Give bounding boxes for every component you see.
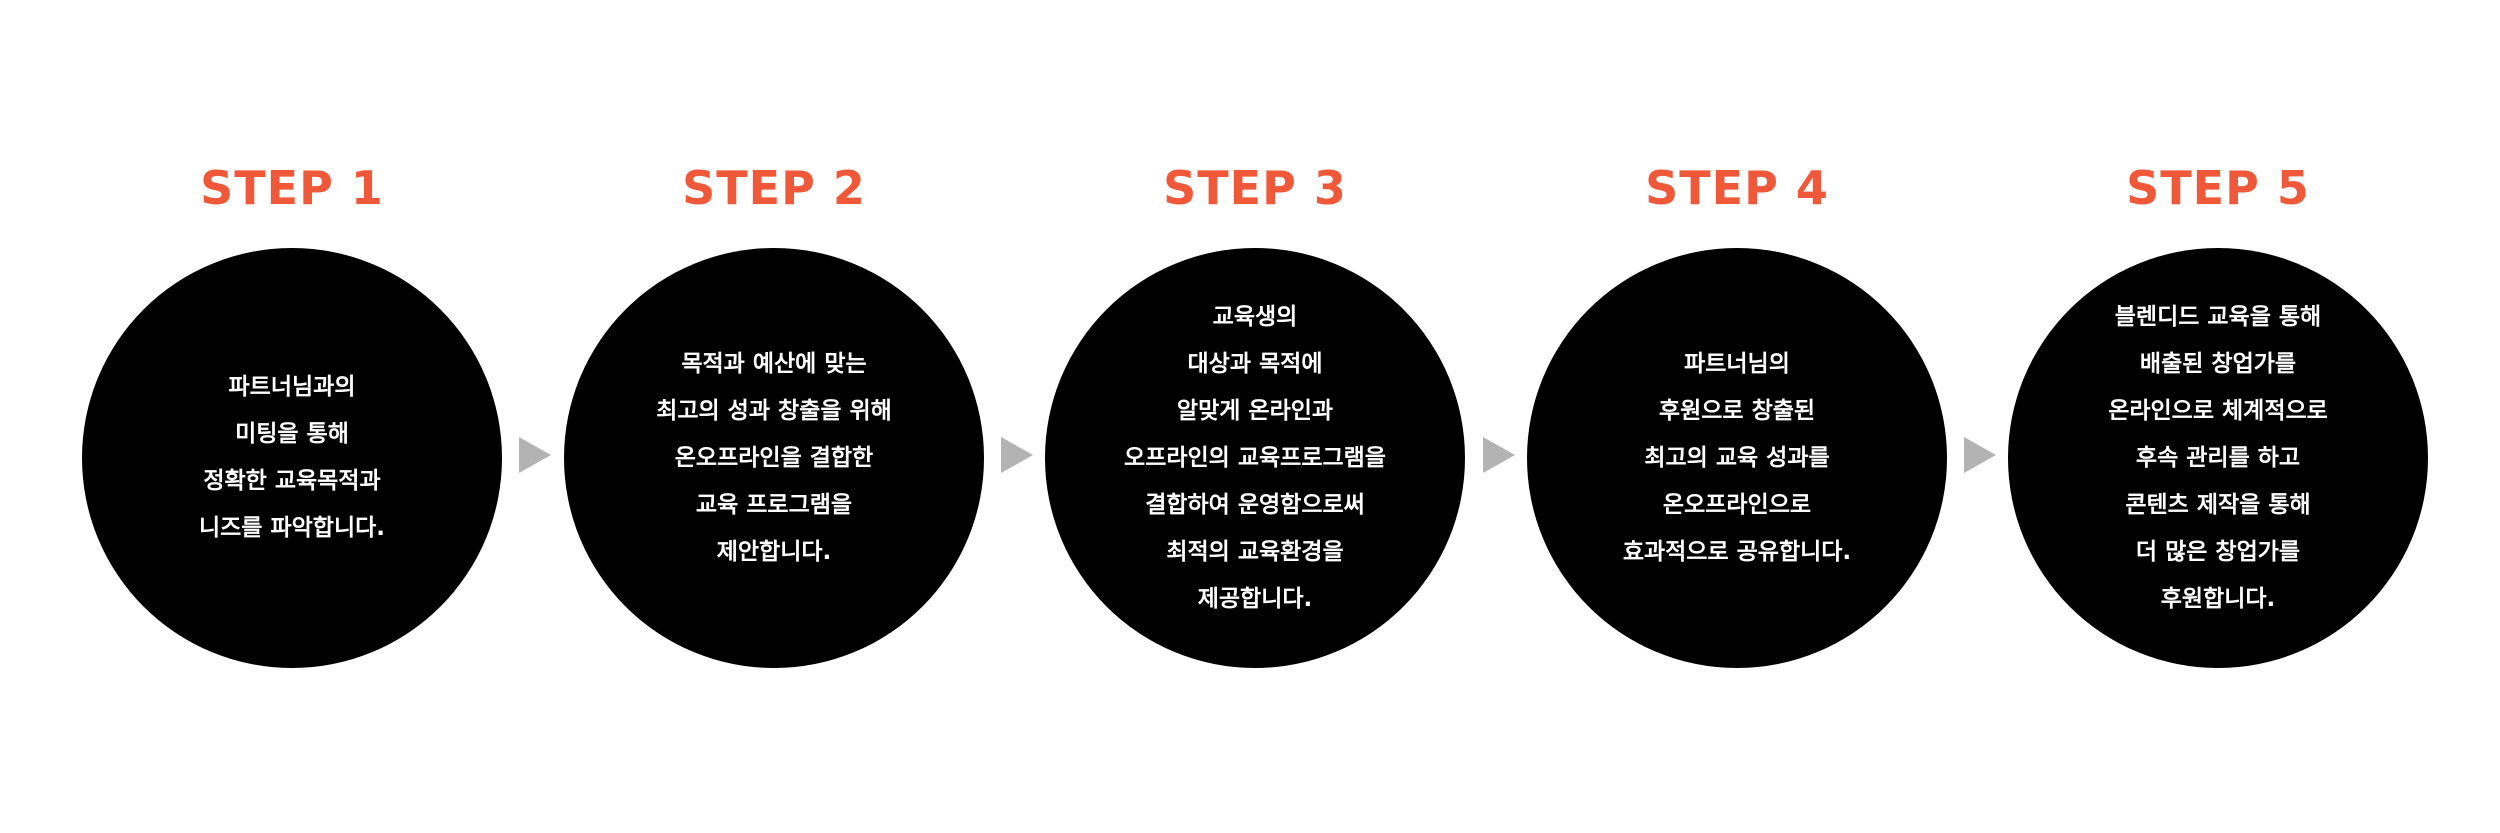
step-line: 효과적으로 공유합니다. (1622, 538, 1852, 565)
arrow-right-icon (519, 437, 551, 473)
step-line: 교육생의 (1212, 303, 1298, 330)
step-line: 블렌디드 교육을 통해 (2114, 303, 2322, 330)
step-5: STEP 5 블렌디드 교육을 통해 배출된 창업가를 온라인으로 체계적으로 … (2008, 160, 2428, 680)
step-line: 교육 프로그램을 (695, 491, 853, 518)
step-circle: 목적과 예산에 맞는 최고의 성과 창출을 위해 온오프라인을 결합한 교육 프… (564, 248, 984, 668)
step-circle: 파트너님과의 미팅을 통해 정확한 교육목적과 니즈를 파악합니다. (82, 248, 502, 668)
step-line: 제공합니다. (1197, 585, 1313, 612)
step-line: 파트너님과의 (228, 374, 356, 400)
step-1: STEP 1 파트너님과의 미팅을 통해 정확한 교육목적과 니즈를 파악합니다… (82, 160, 502, 680)
step-4: STEP 4 파트너님의 후원으로 창출된 최고의 교육 성과를 온오프라인으로… (1527, 160, 1947, 680)
step-line: 최고의 교육 성과를 (1644, 444, 1830, 471)
step-circle: 파트너님의 후원으로 창출된 최고의 교육 성과를 온오프라인으로 효과적으로 … (1527, 248, 1947, 668)
step-description: 블렌디드 교육을 통해 배출된 창업가를 온라인으로 체계적으로 후속 관리를 … (2108, 294, 2328, 623)
step-line: 니즈를 파악합니다. (198, 515, 386, 541)
step-line: 후속 관리를 하고 (2135, 444, 2301, 471)
step-2: STEP 2 목적과 예산에 맞는 최고의 성과 창출을 위해 온오프라인을 결… (564, 160, 984, 680)
arrow-right-icon (1001, 437, 1033, 473)
step-line: 제안합니다. (716, 538, 832, 565)
step-line: 최고의 성과 창출을 위해 (656, 397, 892, 424)
step-line: 배출된 창업가를 (2139, 350, 2297, 377)
step-title: STEP 4 (1645, 161, 1829, 215)
step-line: 온오프라인을 결합한 (674, 444, 874, 471)
step-line: 오프라인의 교육프로그램을 (1124, 444, 1386, 471)
step-title: STEP 3 (1163, 161, 1347, 215)
step-line: 파트너님의 (1684, 350, 1790, 377)
step-description: 파트너님의 후원으로 창출된 최고의 교육 성과를 온오프라인으로 효과적으로 … (1623, 341, 1851, 576)
step-line: 온오프라인으로 (1662, 491, 1812, 518)
step-circle: 교육생의 대상과 목적에 알맞게 온라인과 오프라인의 교육프로그램을 결합하여… (1045, 248, 1465, 668)
step-title: STEP 5 (2126, 161, 2310, 215)
step-line: 온라인으로 체계적으로 (2108, 397, 2328, 424)
step-line: 미팅을 통해 (235, 421, 349, 447)
arrow-right-icon (1964, 437, 1996, 473)
step-line: 알맞게 온라인과 (1176, 397, 1334, 424)
step-3: STEP 3 교육생의 대상과 목적에 알맞게 온라인과 오프라인의 교육프로그… (1045, 160, 1465, 680)
step-line: 목적과 예산에 맞는 (681, 350, 867, 377)
step-line: 최적의 교육환경을 (1166, 538, 1344, 565)
step-line: 대상과 목적에 (1187, 350, 1323, 377)
step-description: 파트너님과의 미팅을 통해 정확한 교육목적과 니즈를 파악합니다. (199, 364, 385, 552)
step-line: 더 많은 창업가를 (2135, 538, 2301, 565)
step-title: STEP 1 (200, 161, 384, 215)
step-line: 결합하여 운영함으로써 (1145, 491, 1365, 518)
step-line: 후원으로 창출된 (1658, 397, 1816, 424)
step-description: 목적과 예산에 맞는 최고의 성과 창출을 위해 온오프라인을 결합한 교육 프… (656, 341, 892, 576)
step-circle: 블렌디드 교육을 통해 배출된 창업가를 온라인으로 체계적으로 후속 관리를 … (2008, 248, 2428, 668)
step-line: 콘텐츠 제작을 통해 (2125, 491, 2311, 518)
step-description: 교육생의 대상과 목적에 알맞게 온라인과 오프라인의 교육프로그램을 결합하여… (1124, 294, 1386, 623)
step-title: STEP 2 (682, 161, 866, 215)
step-line: 정확한 교육목적과 (203, 468, 381, 494)
step-line: 후원합니다. (2160, 585, 2276, 612)
arrow-right-icon (1483, 437, 1515, 473)
